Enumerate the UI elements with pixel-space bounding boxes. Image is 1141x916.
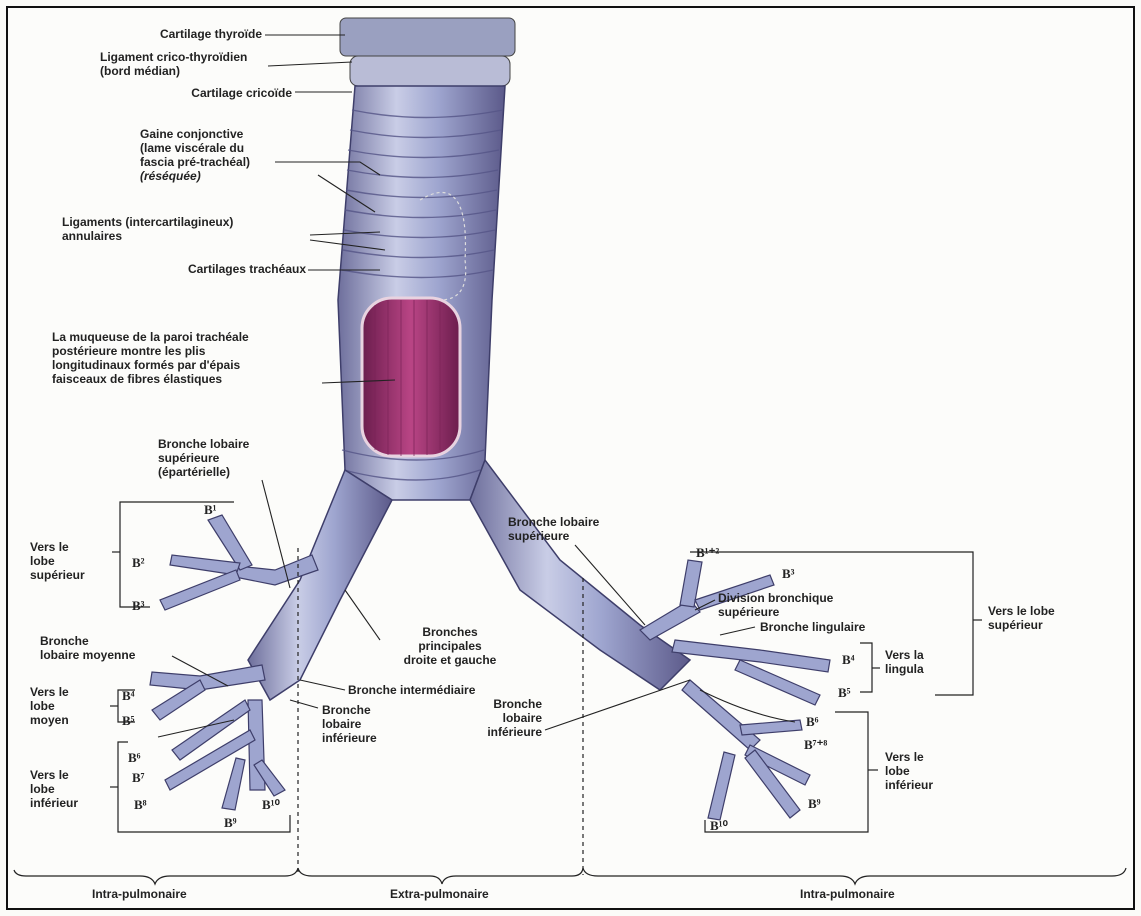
seg-r-b1: B¹ (204, 502, 217, 518)
label-vers-lobe-moyen: Vers le lobe moyen (30, 685, 110, 727)
thyroid-cartilage (340, 18, 515, 56)
left-b6 (740, 720, 802, 735)
label-bronches-principales: Bronches principales droite et gauche (380, 625, 520, 667)
seg-l-b4: B⁴ (842, 652, 855, 668)
seg-r-b2: B² (132, 555, 145, 571)
seg-l-b9: B⁹ (808, 796, 821, 812)
label-bronche-lob-sup-left: Bronche lobaire supérieure (508, 515, 648, 543)
posterior-mucosa (362, 298, 460, 456)
label-gaine-reseq: (réséquée) (140, 169, 260, 183)
label-bronche-lingulaire: Bronche lingulaire (760, 620, 920, 634)
label-vers-lobe-sup-right: Vers le lobe supérieur (30, 540, 110, 582)
label-vers-lobe-inf-right: Vers le lobe inférieur (30, 768, 110, 810)
seg-r-b3: B³ (132, 598, 145, 614)
seg-r-b7: B⁷ (132, 770, 145, 786)
label-bronche-lobaire-moyenne: Bronche lobaire moyenne (40, 634, 180, 662)
seg-l-b10: B¹⁰ (710, 818, 728, 834)
label-ligaments-annulaires: Ligaments (intercartilagineux) annulaire… (62, 215, 302, 243)
left-b10 (708, 752, 735, 820)
seg-r-b4: B⁴ (122, 688, 135, 704)
seg-r-b5: B⁵ (122, 713, 135, 729)
label-cartilage-thyroide: Cartilage thyroïde (96, 27, 262, 41)
region-intra-pulmonaire-left: Intra-pulmonaire (92, 887, 187, 901)
label-muqueuse: La muqueuse de la paroi trachéale postér… (52, 330, 332, 386)
label-bronche-lob-inf-right: Bronche lobaire inférieure (322, 703, 422, 745)
label-vers-lobe-inf-left: Vers le lobe inférieur (885, 750, 965, 792)
seg-r-b10: B¹⁰ (262, 797, 280, 813)
label-vers-lingula: Vers la lingula (885, 648, 965, 676)
left-lower-bronchus (682, 680, 760, 750)
label-cartilages-tracheaux: Cartilages trachéaux (120, 262, 306, 276)
seg-r-b9: B⁹ (224, 815, 237, 831)
label-vers-lobe-sup-left: Vers le lobe supérieur (988, 604, 1098, 632)
right-b3 (160, 570, 240, 610)
seg-r-b6: B⁶ (128, 750, 141, 766)
label-division-bronchique: Division bronchique supérieure (718, 591, 878, 619)
seg-l-b78: B⁷⁺⁸ (804, 737, 827, 753)
right-middle-bronchus (150, 665, 265, 690)
seg-r-b8: B⁸ (134, 797, 147, 813)
seg-l-b5: B⁵ (838, 685, 851, 701)
region-extra-pulmonaire: Extra-pulmonaire (390, 887, 489, 901)
cricoid-cartilage (350, 56, 510, 86)
right-b9 (222, 758, 245, 810)
seg-l-b6: B⁶ (806, 714, 819, 730)
seg-l-b3: B³ (782, 566, 795, 582)
label-ligament-crico-thyroidien: Ligament crico-thyroïdien (bord médian) (100, 50, 268, 78)
seg-l-b12: B¹⁺² (696, 545, 719, 561)
right-main-bronchus (248, 470, 392, 700)
label-bronche-lob-inf-left: Bronche lobaire inférieure (450, 697, 542, 739)
label-bronche-lobaire-sup-right: Bronche lobaire supérieure (épartérielle… (158, 437, 288, 479)
label-cartilage-cricoide: Cartilage cricoïde (102, 86, 292, 100)
label-gaine-conjonctive: Gaine conjonctive (lame viscérale du fas… (140, 127, 300, 169)
right-b6 (172, 700, 250, 760)
region-intra-pulmonaire-right: Intra-pulmonaire (800, 887, 895, 901)
label-bronche-intermediaire: Bronche intermédiaire (348, 683, 548, 697)
